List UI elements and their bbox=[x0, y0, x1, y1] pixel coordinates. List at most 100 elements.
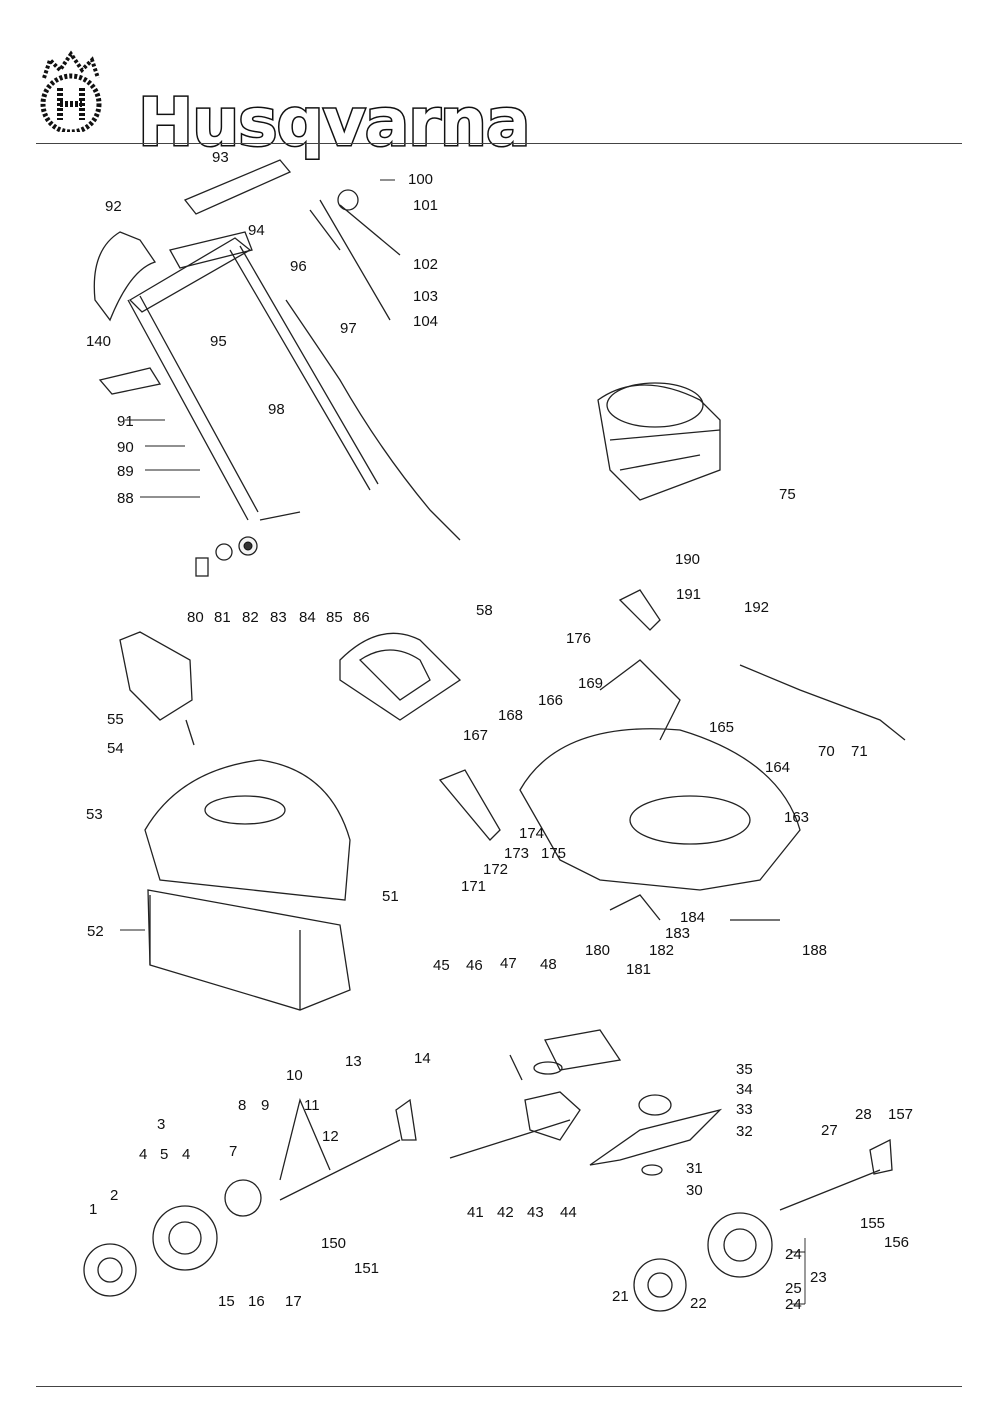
callout: 15 bbox=[218, 1293, 235, 1310]
callout: 54 bbox=[107, 740, 124, 757]
callout: 25 bbox=[785, 1280, 802, 1297]
callout: 70 bbox=[818, 743, 835, 760]
callout: 173 bbox=[504, 845, 529, 862]
callout: 12 bbox=[322, 1128, 339, 1145]
callout: 175 bbox=[541, 845, 566, 862]
right-wheel-assembly bbox=[633, 1138, 893, 1312]
callout: 155 bbox=[860, 1215, 885, 1232]
callout: 21 bbox=[612, 1288, 629, 1305]
callout: 164 bbox=[765, 759, 790, 776]
callout: 4 bbox=[139, 1146, 147, 1163]
footer-rule bbox=[36, 1386, 962, 1387]
gearbox bbox=[449, 1029, 622, 1159]
callout: 83 bbox=[270, 609, 287, 626]
callout: 95 bbox=[210, 333, 227, 350]
callout: 81 bbox=[214, 609, 231, 626]
callout: 23 bbox=[810, 1269, 827, 1286]
callout: 9 bbox=[261, 1097, 269, 1114]
callout: 71 bbox=[851, 743, 868, 760]
callout: 191 bbox=[676, 586, 701, 603]
grass-catcher bbox=[144, 759, 351, 1011]
callout: 85 bbox=[326, 609, 343, 626]
rear-flap bbox=[119, 631, 195, 746]
callout: 94 bbox=[248, 222, 265, 239]
callout: 92 bbox=[105, 198, 122, 215]
callout: 52 bbox=[87, 923, 104, 940]
callout: 33 bbox=[736, 1101, 753, 1118]
callout: 190 bbox=[675, 551, 700, 568]
callout: 43 bbox=[527, 1204, 544, 1221]
callout: 1 bbox=[89, 1201, 97, 1218]
leader-lines bbox=[120, 179, 806, 1305]
callout: 84 bbox=[299, 609, 316, 626]
callout: 10 bbox=[286, 1067, 303, 1084]
callout: 180 bbox=[585, 942, 610, 959]
callout: 75 bbox=[779, 486, 796, 503]
callout: 4 bbox=[182, 1146, 190, 1163]
callout: 103 bbox=[413, 288, 438, 305]
callout: 16 bbox=[248, 1293, 265, 1310]
callout: 3 bbox=[157, 1116, 165, 1133]
callout: 31 bbox=[686, 1160, 703, 1177]
callout: 100 bbox=[408, 171, 433, 188]
left-wheel-assembly bbox=[83, 1097, 417, 1297]
callout: 176 bbox=[566, 630, 591, 647]
callout: 22 bbox=[690, 1295, 707, 1312]
callout: 168 bbox=[498, 707, 523, 724]
callout: 58 bbox=[476, 602, 493, 619]
callout: 48 bbox=[540, 956, 557, 973]
callout: 98 bbox=[268, 401, 285, 418]
callout: 27 bbox=[821, 1122, 838, 1139]
callout: 88 bbox=[117, 490, 134, 507]
callout: 163 bbox=[784, 809, 809, 826]
callout: 55 bbox=[107, 711, 124, 728]
callout: 167 bbox=[463, 727, 488, 744]
callout: 140 bbox=[86, 333, 111, 350]
callout: 90 bbox=[117, 439, 134, 456]
callout: 184 bbox=[680, 909, 705, 926]
callout: 51 bbox=[382, 888, 399, 905]
callout: 174 bbox=[519, 825, 544, 842]
callout: 151 bbox=[354, 1260, 379, 1277]
engine bbox=[597, 382, 721, 501]
callout: 169 bbox=[578, 675, 603, 692]
callout: 42 bbox=[497, 1204, 514, 1221]
callout: 24 bbox=[785, 1246, 802, 1263]
callout: 86 bbox=[353, 609, 370, 626]
callout: 35 bbox=[736, 1061, 753, 1078]
callout: 32 bbox=[736, 1123, 753, 1140]
callout: 181 bbox=[626, 961, 651, 978]
brand-name: Husqvarna bbox=[136, 83, 531, 163]
callout: 46 bbox=[466, 957, 483, 974]
callout: 30 bbox=[686, 1182, 703, 1199]
callout: 93 bbox=[212, 149, 229, 166]
callout: 80 bbox=[187, 609, 204, 626]
callout: 8 bbox=[238, 1097, 246, 1114]
callout: 150 bbox=[321, 1235, 346, 1252]
callout: 96 bbox=[290, 258, 307, 275]
callout: 171 bbox=[461, 878, 486, 895]
callout: 28 bbox=[855, 1106, 872, 1123]
callout: 41 bbox=[467, 1204, 484, 1221]
callout: 47 bbox=[500, 955, 517, 972]
blade-assembly bbox=[589, 1094, 723, 1176]
callout: 44 bbox=[560, 1204, 577, 1221]
catcher-lid bbox=[339, 632, 462, 721]
callout: 156 bbox=[884, 1234, 909, 1251]
callout: 183 bbox=[665, 925, 690, 942]
callout: 89 bbox=[117, 463, 134, 480]
callout: 102 bbox=[413, 256, 438, 273]
callout: 91 bbox=[117, 413, 134, 430]
callout: 34 bbox=[736, 1081, 753, 1098]
callout: 13 bbox=[345, 1053, 362, 1070]
callout: 182 bbox=[649, 942, 674, 959]
callout: 45 bbox=[433, 957, 450, 974]
callout: 166 bbox=[538, 692, 563, 709]
callout: 188 bbox=[802, 942, 827, 959]
header-rule bbox=[36, 143, 962, 144]
handle-assembly bbox=[93, 159, 461, 577]
callout: 104 bbox=[413, 313, 438, 330]
callout: 24 bbox=[785, 1296, 802, 1313]
husqvarna-logo: Husqvarna bbox=[36, 48, 532, 163]
